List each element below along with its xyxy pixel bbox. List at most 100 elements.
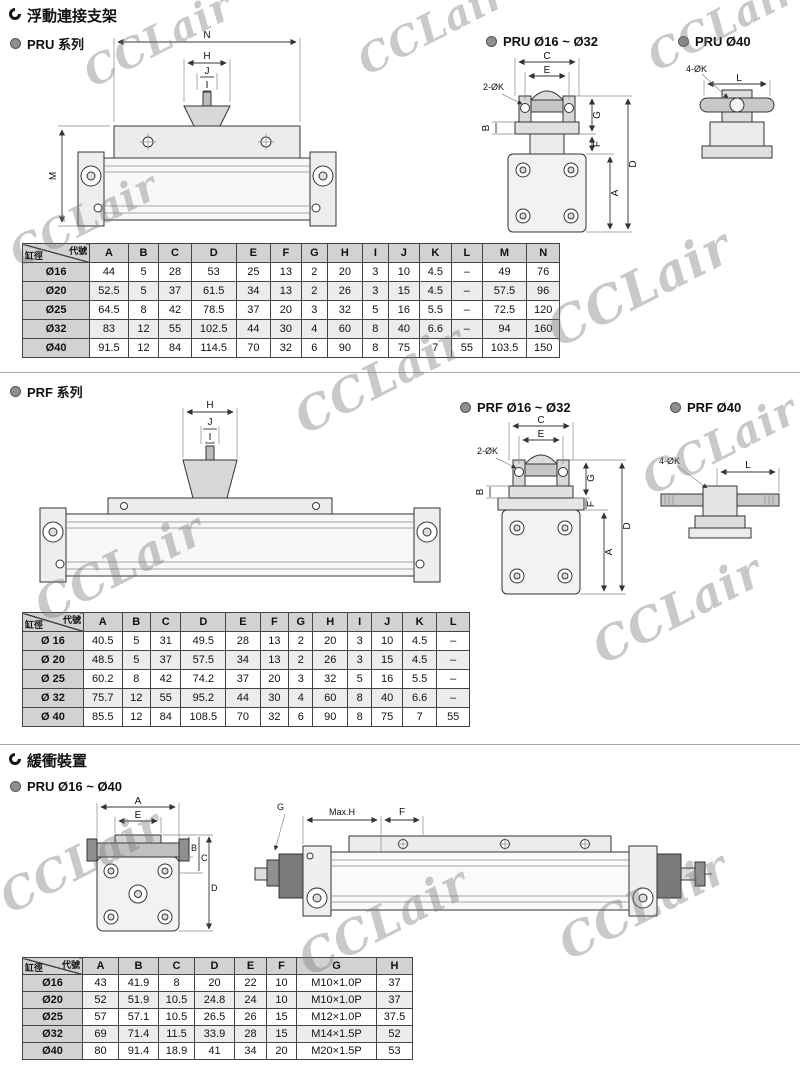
dim-label-f: F xyxy=(586,501,597,507)
dim-label-b: B xyxy=(191,843,197,853)
table-cell: M10×1.0P xyxy=(296,974,377,992)
table-cell: 55 xyxy=(158,319,192,339)
pru-front-dimensions: N H J I M xyxy=(48,30,301,227)
table-cell: 37 xyxy=(149,650,182,670)
column-header: G xyxy=(288,612,314,632)
prf-side-dimensions: C E 2-ØK G F B A D xyxy=(476,415,633,595)
prf-40-parts xyxy=(660,485,780,539)
table-cell: 37.5 xyxy=(376,1008,413,1026)
table-cell: 44 xyxy=(89,262,129,282)
table-cell: 48.5 xyxy=(82,650,123,670)
prf-40-dimensions: 4-ØK L xyxy=(659,456,780,492)
table-cell: 102.5 xyxy=(190,319,237,339)
label-text: PRF Ø16 ~ Ø32 xyxy=(477,400,571,415)
table-cell: 75 xyxy=(388,338,420,358)
column-header: B xyxy=(127,243,160,263)
prf-bracket-parts xyxy=(497,454,585,595)
table-cell: 4.5 xyxy=(401,650,438,670)
pru-cylinder-assembly xyxy=(77,91,337,227)
dim-label-2ok: 2-ØK xyxy=(483,82,504,92)
table-cell: 7 xyxy=(401,707,438,727)
table-cell: 85.5 xyxy=(82,707,123,727)
dim-label-j: J xyxy=(208,417,213,428)
table-cell: 84 xyxy=(158,338,192,358)
dim-label-a: A xyxy=(610,189,621,196)
row-label: Ø32 xyxy=(22,1025,83,1043)
dim-label-c: C xyxy=(201,853,208,863)
corner-label-bore: 缸徑 xyxy=(25,251,44,261)
table-cell: 31 xyxy=(149,631,182,651)
table-cell: – xyxy=(451,300,483,320)
column-header: H xyxy=(327,243,363,263)
label-text: PRU Ø16 ~ Ø32 xyxy=(503,34,599,49)
column-header: K xyxy=(418,243,453,263)
bullet-icon xyxy=(460,402,471,413)
table-cell: 40 xyxy=(371,688,403,708)
table-cell: 60 xyxy=(312,688,349,708)
label-text: PRU Ø16 ~ Ø40 xyxy=(27,779,123,794)
dim-label-c: C xyxy=(543,51,550,62)
table-cell: 12 xyxy=(127,319,160,339)
buffer-side-view-drawing: G Max.H F xyxy=(253,798,713,950)
column-header: D xyxy=(190,243,237,263)
label-pru-16-32: PRU Ø16 ~ Ø32 xyxy=(486,34,598,49)
corner-cell: 代號 缸徑 xyxy=(22,957,83,975)
table-cell: 26 xyxy=(234,1008,267,1026)
table-cell: 22 xyxy=(234,974,267,992)
table-cell: 20 xyxy=(266,1042,297,1060)
table-cell: 40.5 xyxy=(82,631,123,651)
table-cell: – xyxy=(436,688,470,708)
table-cell: 20 xyxy=(270,300,302,320)
dim-label-n: N xyxy=(203,30,210,41)
table-cell: 34 xyxy=(235,281,272,301)
column-header: E xyxy=(225,612,261,632)
table-cell: 8 xyxy=(361,319,390,339)
table-cell: 49 xyxy=(481,262,528,282)
table-cell: 20 xyxy=(194,974,235,992)
table-cell: 114.5 xyxy=(190,338,237,358)
row-label: Ø40 xyxy=(22,1042,83,1060)
table-cell: 6.6 xyxy=(418,319,453,339)
table-cell: 55 xyxy=(451,338,483,358)
table-cell: 55 xyxy=(436,707,470,727)
pru-40-dimensions: 4-ØK L xyxy=(686,64,771,99)
table-cell: 40 xyxy=(388,319,420,339)
bullet-icon xyxy=(670,402,681,413)
corner-label-code: 代號 xyxy=(61,960,80,970)
table-cell: 2 xyxy=(288,631,314,651)
label-pru-series: PRU 系列 xyxy=(10,34,84,53)
column-header: C xyxy=(158,957,195,975)
column-header: L xyxy=(451,243,483,263)
dim-label-j: J xyxy=(205,66,210,77)
table-cell: 53 xyxy=(190,262,237,282)
table-cell: 57.5 xyxy=(481,281,528,301)
column-header: M xyxy=(481,243,528,263)
table-cell: 41 xyxy=(194,1042,235,1060)
row-label: Ø16 xyxy=(21,262,91,282)
table-cell: 94 xyxy=(481,319,528,339)
table-cell: 15 xyxy=(388,281,420,301)
table-cell: 32 xyxy=(259,707,290,727)
table-cell: 49.5 xyxy=(180,631,227,651)
row-label: Ø25 xyxy=(22,1008,83,1026)
table-cell: 70 xyxy=(235,338,272,358)
table-cell: 34 xyxy=(234,1042,267,1060)
table-cell: 52 xyxy=(376,1025,413,1043)
column-header: E xyxy=(234,957,267,975)
corner-cell: 代號 缸徑 xyxy=(21,243,91,263)
table-cell: 5 xyxy=(121,631,151,651)
section-bullet-icon xyxy=(8,752,22,770)
dim-label-i: I xyxy=(206,80,209,91)
table-cell: – xyxy=(451,281,483,301)
section-title-floating-bracket: 浮動連接支架 xyxy=(8,5,117,26)
table-cell: 6.6 xyxy=(401,688,438,708)
column-header: N xyxy=(526,243,560,263)
dim-label-l: L xyxy=(745,460,751,471)
